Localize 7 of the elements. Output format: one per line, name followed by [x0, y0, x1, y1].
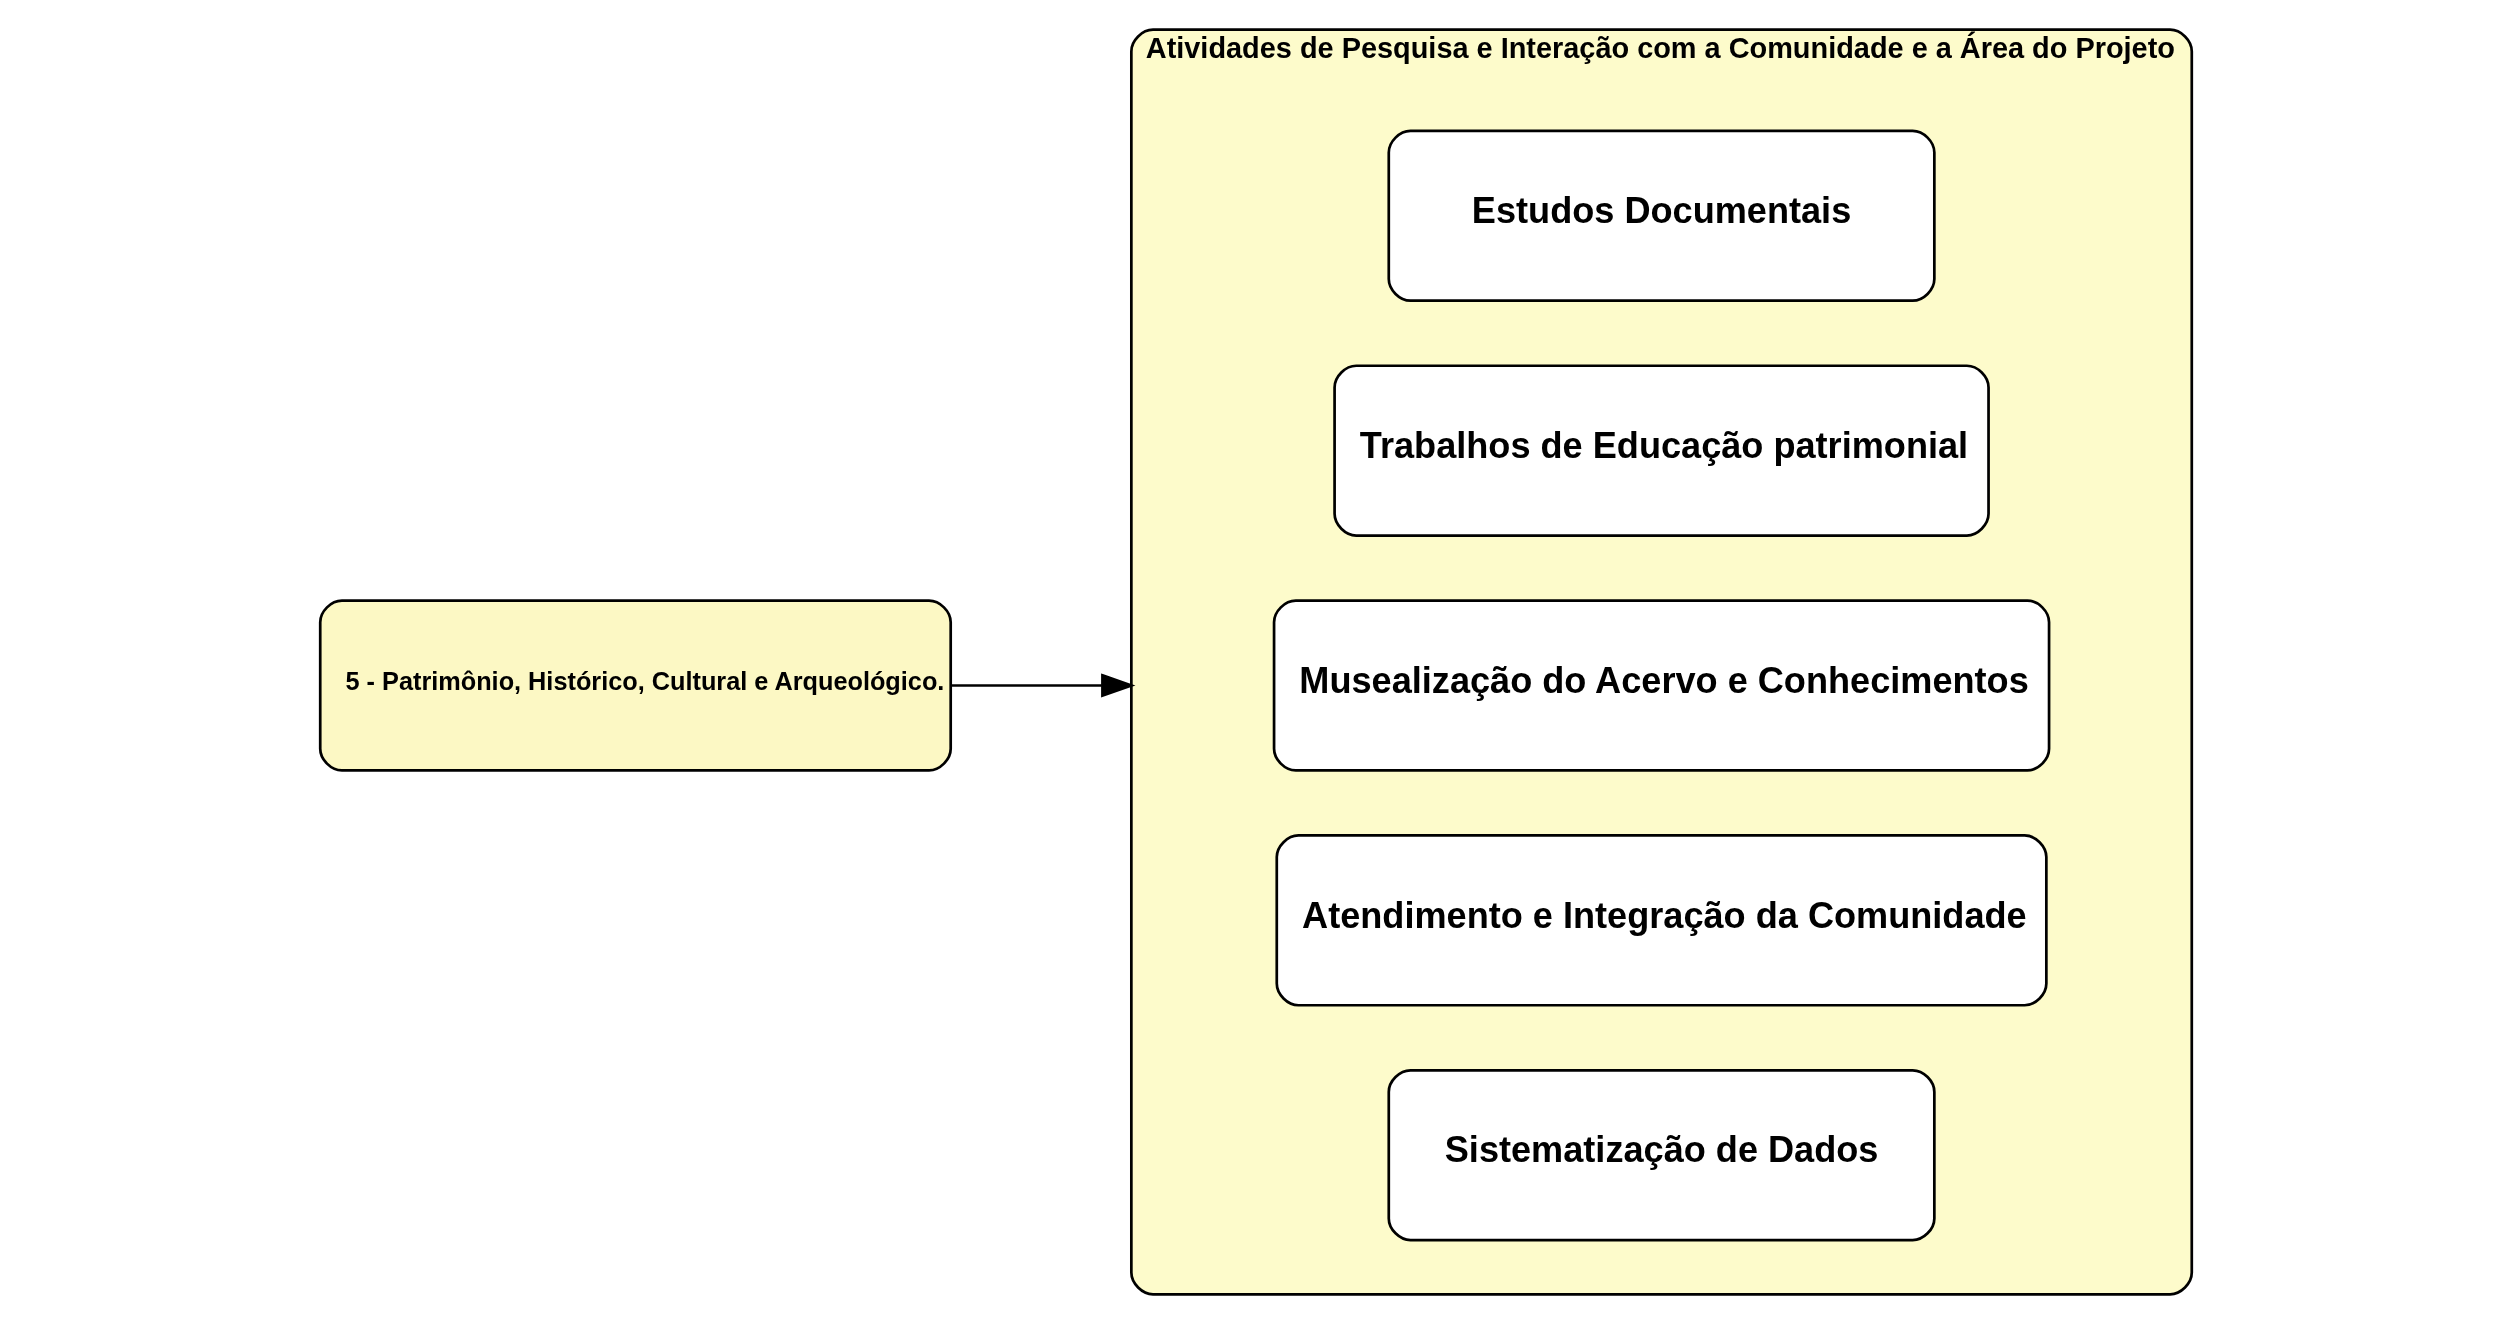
- node-box: Sistematização de Dados: [1386, 1068, 1936, 1242]
- node-box: Atendimento e Integração da Comunidade: [1274, 834, 2048, 1007]
- node-box: Trabalhos de Educação patrimonial: [1332, 364, 1990, 537]
- node-box: Musealização do Acervo e Conhecimentos: [1272, 599, 2050, 772]
- node-box: 5 - Patrimônio, Histórico, Cultural e Arqueológico.: [318, 599, 952, 772]
- arrow: [950, 673, 1135, 698]
- node-box: Estudos Documentais: [1386, 129, 1936, 303]
